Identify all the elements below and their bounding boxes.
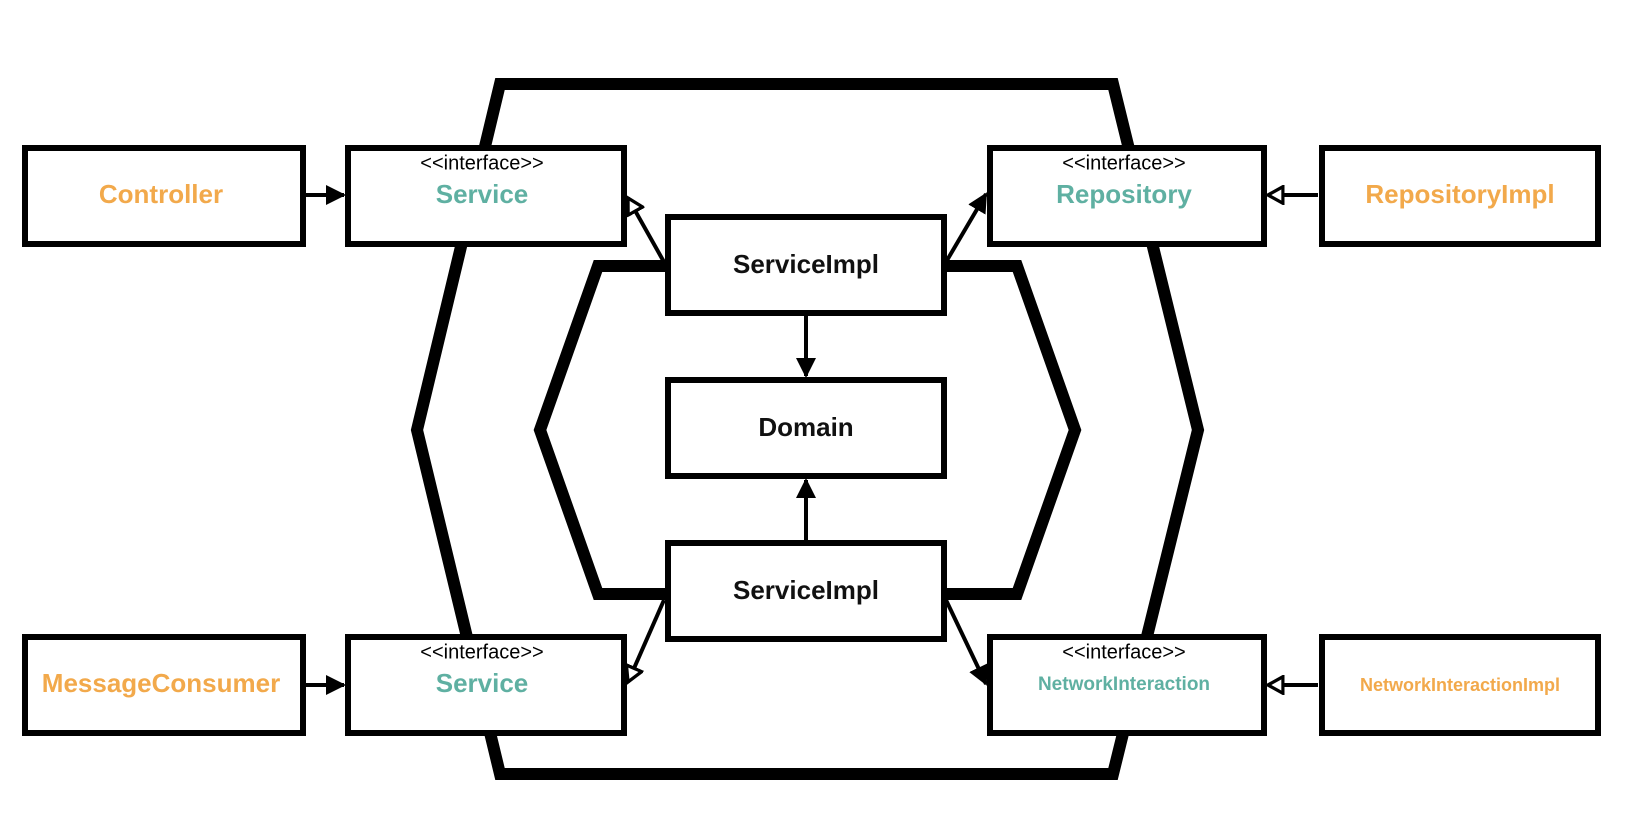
network-interaction-impl-label: NetworkInteractionImpl (1360, 675, 1560, 695)
repository-stereotype: <<interface>> (1062, 152, 1185, 174)
domain-box[interactable]: Domain (665, 377, 947, 479)
service-impl-bottom-label: ServiceImpl (733, 575, 879, 605)
repository-box[interactable]: <<interface>> Repository (987, 145, 1267, 247)
repository-impl-box[interactable]: RepositoryImpl (1319, 145, 1601, 247)
repository-impl-label: RepositoryImpl (1365, 179, 1554, 209)
edge-serviceimpl-top-service (626, 198, 666, 263)
network-interaction-impl-box[interactable]: NetworkInteractionImpl (1319, 634, 1601, 736)
network-interaction-label: NetworkInteraction (1038, 674, 1210, 695)
edge-serviceimpl-bottom-service (628, 599, 666, 682)
edge-serviceimpl-bottom-network (944, 599, 988, 686)
message-consumer-box[interactable]: MessageConsumer (22, 634, 306, 736)
service-top-box[interactable]: <<interface>> Service (345, 145, 627, 247)
service-bottom-label: Service (436, 668, 529, 698)
network-interaction-box[interactable]: <<interface>> NetworkInteraction (987, 634, 1267, 736)
service-top-label: Service (436, 179, 529, 209)
repository-label: Repository (1056, 179, 1192, 209)
outer-hexagon (410, 78, 1205, 780)
service-bottom-box[interactable]: <<interface>> Service (345, 634, 627, 736)
service-impl-top-label: ServiceImpl (733, 249, 879, 279)
service-bottom-stereotype: <<interface>> (420, 641, 543, 663)
controller-box[interactable]: Controller (22, 145, 306, 247)
service-impl-top-box[interactable]: ServiceImpl (665, 214, 947, 316)
domain-label: Domain (758, 412, 853, 442)
service-impl-bottom-box[interactable]: ServiceImpl (665, 540, 947, 642)
service-top-stereotype: <<interface>> (420, 152, 543, 174)
inner-hexagon (533, 260, 1082, 600)
edge-serviceimpl-top-repository (944, 192, 988, 264)
network-interaction-stereotype: <<interface>> (1062, 641, 1185, 663)
message-consumer-label: MessageConsumer (42, 668, 280, 698)
controller-label: Controller (99, 179, 223, 209)
